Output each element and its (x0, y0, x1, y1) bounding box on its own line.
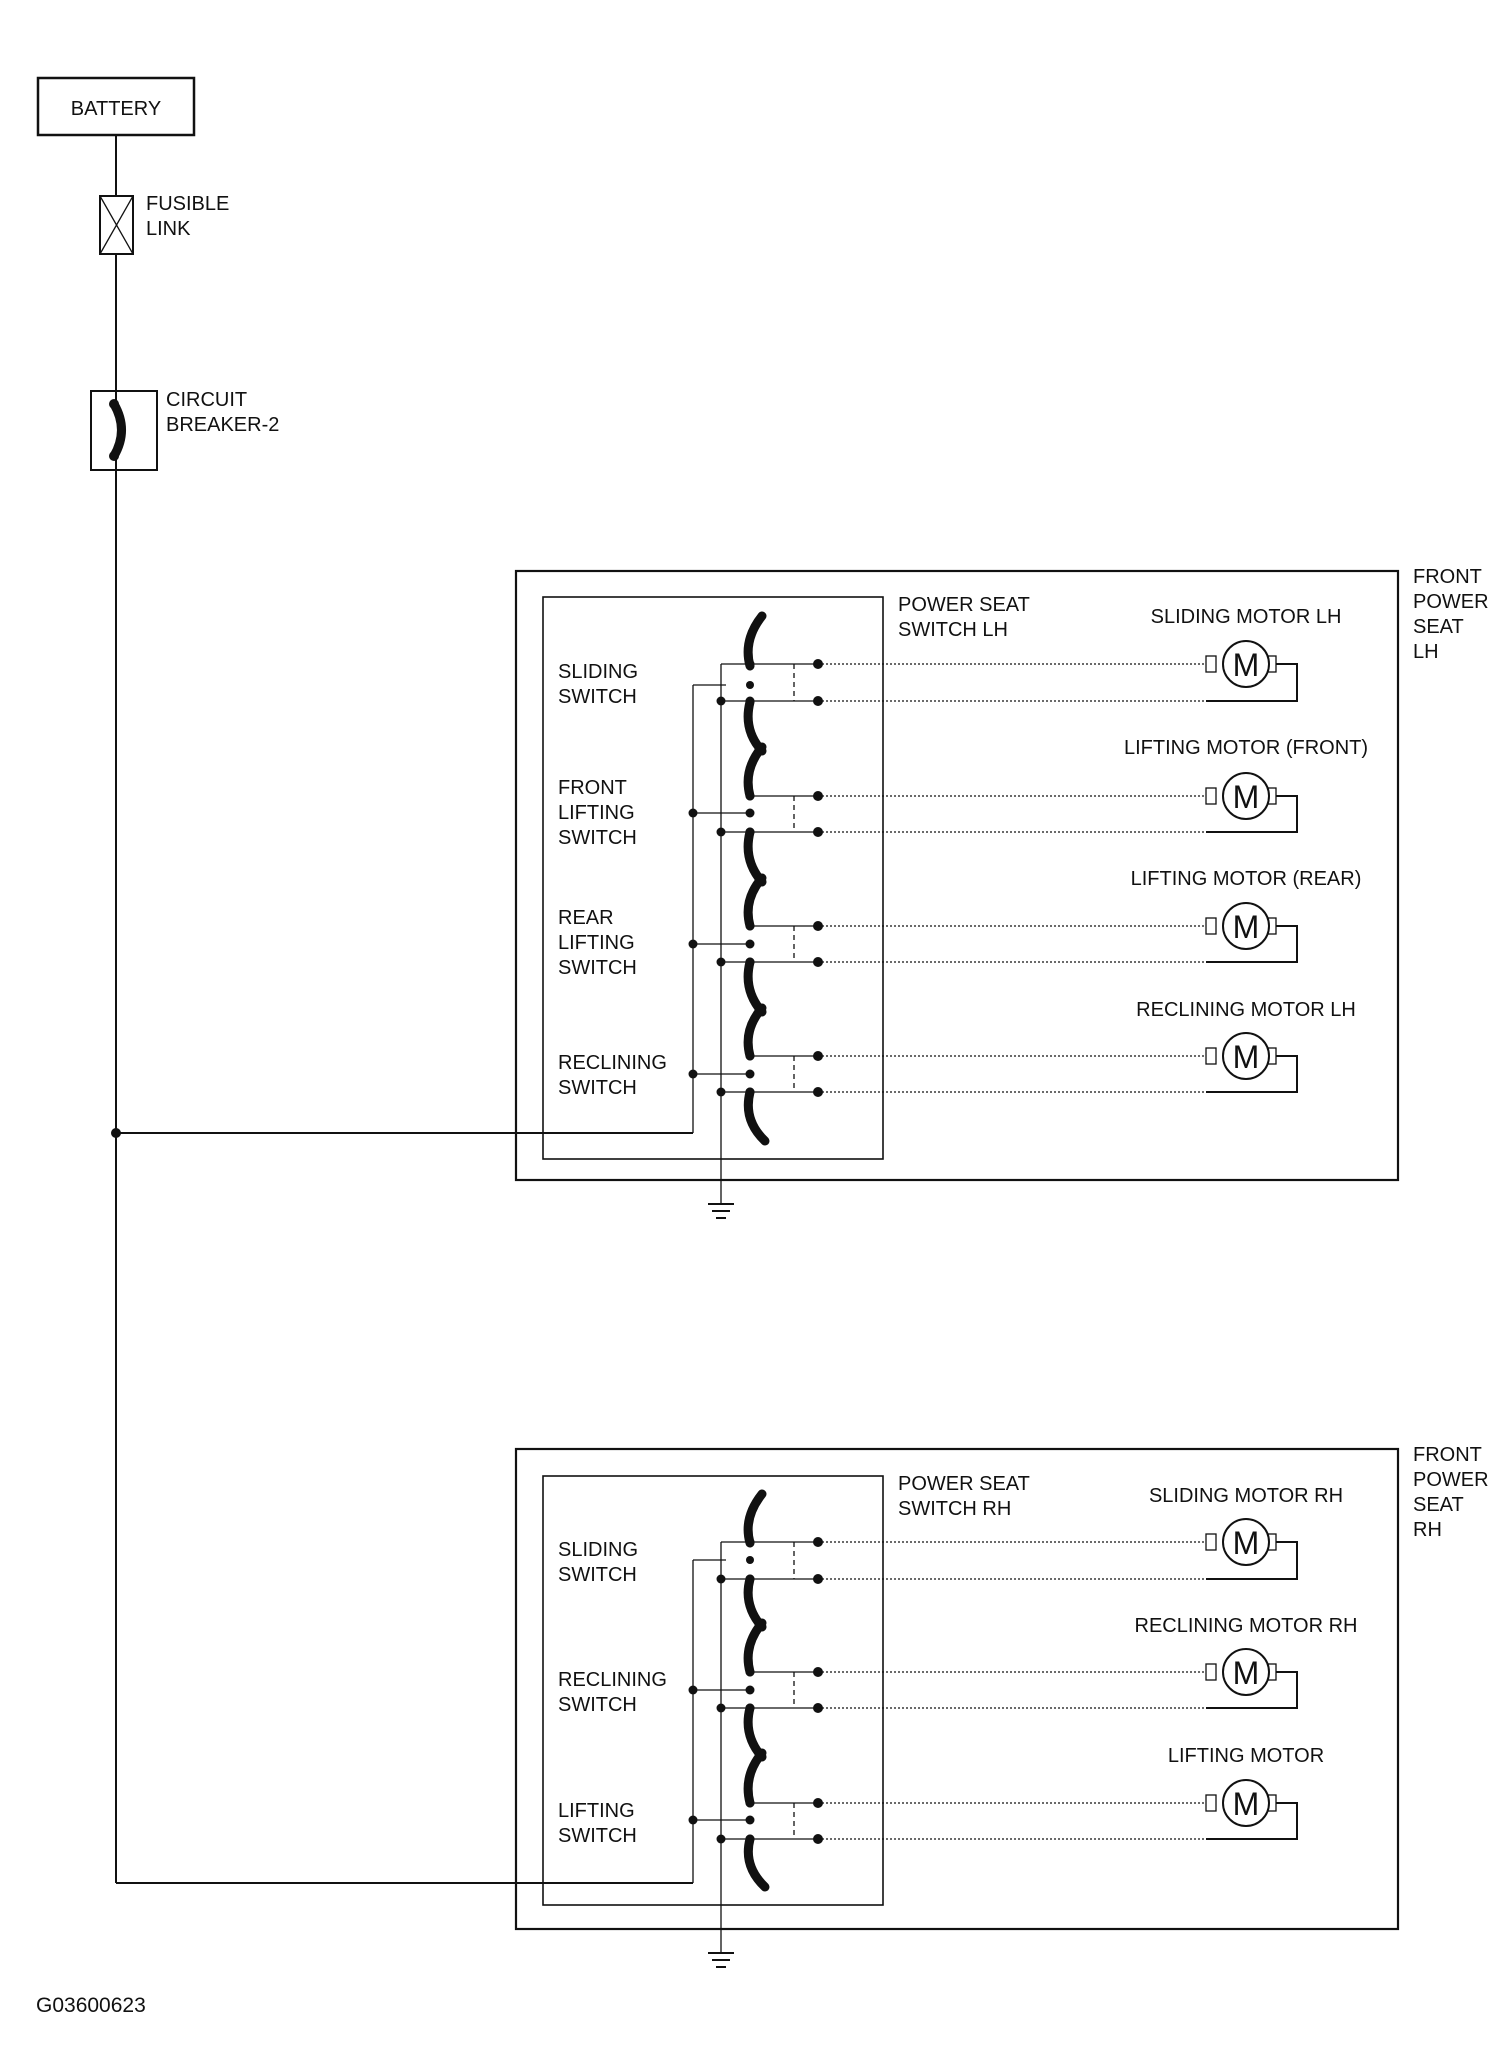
motor-symbol: M (1233, 647, 1260, 683)
rh-motor-reclining: RECLINING MOTOR RH M (1135, 1615, 1358, 1709)
circuit-breaker-label-line1: CIRCUIT (166, 389, 247, 411)
diagram-id: G03600623 (36, 1994, 146, 2017)
rh-unit-label-3: SEAT (1413, 1494, 1464, 1516)
motor-symbol: M (1233, 1655, 1260, 1691)
lh-motor-label-1: SLIDING MOTOR LH (1151, 606, 1342, 628)
lh-unit-label-4: LH (1413, 641, 1439, 663)
lh-switch-label-3-line2: LIFTING (558, 932, 635, 954)
battery: BATTERY (36, 76, 196, 137)
lh-unit-label-1: FRONT (1413, 566, 1482, 588)
lh-switch-label-2-line1: FRONT (558, 777, 627, 799)
lh-motor-lifting-rear: LIFTING MOTOR (REAR) M (1131, 868, 1362, 963)
rh-motor-label-3: LIFTING MOTOR (1168, 1745, 1324, 1767)
rh-switch-group-reclining (688, 1618, 1206, 1762)
lh-motor-label-2: LIFTING MOTOR (FRONT) (1124, 737, 1368, 759)
lh-motor-label-3: LIFTING MOTOR (REAR) (1131, 868, 1362, 890)
front-power-seat-lh: FRONT POWER SEAT LH POWER SEAT SWITCH LH (111, 566, 1489, 1219)
lh-switch-label-1-line2: SWITCH (558, 686, 637, 708)
circuit-breaker-label-line2: BREAKER-2 (166, 414, 279, 436)
lh-switch-label-1-line1: SLIDING (558, 661, 638, 683)
motor-symbol: M (1233, 1039, 1260, 1075)
motor-symbol: M (1233, 779, 1260, 815)
rh-switch-label-2-line1: RECLINING (558, 1669, 667, 1691)
rh-unit-label-4: RH (1413, 1519, 1442, 1541)
rh-switch-label-3-line1: LIFTING (558, 1800, 635, 1822)
lh-switch-title-1: POWER SEAT (898, 594, 1030, 616)
motor-symbol: M (1233, 1786, 1260, 1822)
rh-switch-title-2: SWITCH RH (898, 1498, 1011, 1520)
rh-switch-title-1: POWER SEAT (898, 1473, 1030, 1495)
front-power-seat-rh: FRONT POWER SEAT RH POWER SEAT SWITCH RH (116, 1444, 1489, 1968)
lh-switch-label-3-line1: REAR (558, 907, 614, 929)
ground-symbol-lh (708, 1203, 734, 1219)
lh-motor-lifting-front: LIFTING MOTOR (FRONT) M (1124, 737, 1368, 833)
motor-symbol: M (1233, 1525, 1260, 1561)
fusible-link: FUSIBLE LINK (99, 193, 229, 255)
rh-switch-label-1-line2: SWITCH (558, 1564, 637, 1586)
rh-switch-group-lifting (688, 1748, 1206, 1892)
lh-switch-group-reclining (688, 1003, 1206, 1146)
lh-unit-label-3: SEAT (1413, 616, 1464, 638)
rh-motor-lifting: LIFTING MOTOR M (1168, 1745, 1324, 1840)
rh-unit-label-2: POWER (1413, 1469, 1489, 1491)
lh-switch-label-4-line1: RECLINING (558, 1052, 667, 1074)
ground-symbol-rh (708, 1952, 734, 1968)
lh-switch-title-2: SWITCH LH (898, 619, 1008, 641)
rh-unit-label-1: FRONT (1413, 1444, 1482, 1466)
lh-switch-label-4-line2: SWITCH (558, 1077, 637, 1099)
rh-motor-label-2: RECLINING MOTOR RH (1135, 1615, 1358, 1637)
rh-motor-sliding: SLIDING MOTOR RH M (1149, 1485, 1343, 1580)
lh-motor-reclining: RECLINING MOTOR LH M (1136, 999, 1356, 1093)
lh-switch-group-rear-lifting (688, 873, 1206, 1017)
fusible-link-label-line1: FUSIBLE (146, 193, 229, 215)
rh-motor-label-1: SLIDING MOTOR RH (1149, 1485, 1343, 1507)
rh-switch-label-2-line2: SWITCH (558, 1694, 637, 1716)
lh-switch-label-2-line3: SWITCH (558, 827, 637, 849)
lh-motor-label-4: RECLINING MOTOR LH (1136, 999, 1356, 1021)
fusible-link-label-line2: LINK (146, 218, 191, 240)
rh-switch-label-3-line2: SWITCH (558, 1825, 637, 1847)
rh-switch-label-1-line1: SLIDING (558, 1539, 638, 1561)
lh-unit-label-2: POWER (1413, 591, 1489, 613)
lh-switch-label-3-line3: SWITCH (558, 957, 637, 979)
lh-switch-group-front-lifting (688, 742, 1206, 887)
battery-label: BATTERY (71, 98, 161, 120)
motor-symbol: M (1233, 909, 1260, 945)
lh-motor-sliding: SLIDING MOTOR LH M (1151, 606, 1342, 702)
lh-switch-label-2-line2: LIFTING (558, 802, 635, 824)
circuit-breaker: CIRCUIT BREAKER-2 (90, 389, 279, 471)
